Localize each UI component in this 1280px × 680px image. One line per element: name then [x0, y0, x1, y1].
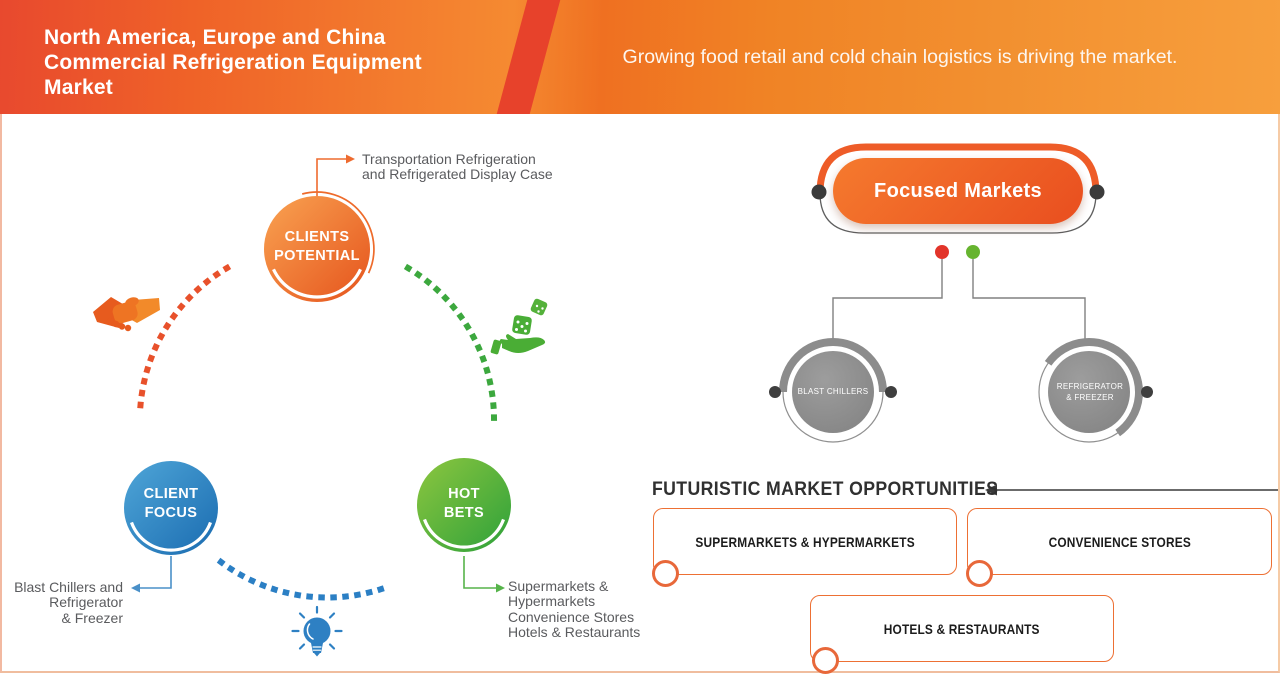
page-title: North America, Europe and China Commerci…	[44, 25, 524, 100]
red-bullet-dot	[935, 245, 949, 259]
callout-line: Convenience Stores	[508, 608, 635, 625]
capsule-right-dot	[1089, 184, 1105, 200]
arrow-left-icon	[131, 583, 140, 593]
label-line: CLIENT	[143, 486, 199, 502]
label-line: CLIENTS	[284, 229, 350, 245]
callout-line: Supermarkets &	[508, 578, 609, 594]
clients-potential-callout-line	[316, 154, 355, 196]
callout-line: Refrigerator	[49, 594, 123, 611]
green-bullet-dot	[966, 245, 980, 259]
arrow-left-icon	[985, 484, 997, 496]
callout-line: Transportation Refrigeration	[362, 151, 536, 167]
dotted-arc-orange	[136, 263, 232, 417]
opportunity-box-hotels: HOTELS & RESTAURANTS	[810, 595, 1114, 662]
focused-markets-connectors	[832, 259, 1086, 341]
clients-potential-callout: Transportation Refrigeration and Refrige…	[362, 151, 582, 183]
focused-markets-capsule	[811, 143, 1105, 234]
client-focus-callout: Blast Chillers and Refrigerator & Freeze…	[0, 579, 123, 626]
callout-line: Blast Chillers and	[14, 579, 123, 595]
client-focus-circle	[124, 461, 218, 555]
header-band: North America, Europe and China Commerci…	[0, 0, 1280, 114]
label-line: & FREEZER	[1066, 393, 1114, 402]
hot-bets-callout-line	[463, 556, 505, 593]
dotted-arc-blue	[216, 557, 394, 601]
dotted-arc-green	[403, 263, 498, 422]
opportunities-arrow	[985, 484, 1278, 496]
label-line: REFRIGERATOR	[1056, 382, 1124, 391]
refrigerator-freezer-label: REFRIGERATOR & FREEZER	[1040, 381, 1140, 403]
callout-line: Hotels & Restaurants	[508, 623, 641, 640]
arrow-right-icon	[496, 583, 505, 593]
opportunity-box-convenience: CONVENIENCE STORES	[967, 508, 1272, 575]
label-line: BLAST CHILLERS	[797, 387, 869, 396]
dice-in-hand-icon	[490, 298, 548, 355]
blast-chillers-label: BLAST CHILLERS	[783, 387, 883, 397]
callout-line: & Freezer	[61, 609, 123, 626]
label-line: BETS	[443, 505, 485, 521]
label-line: FOCUS	[144, 505, 198, 521]
client-focus-label: CLIENT FOCUS	[111, 485, 231, 523]
capsule-left-dot	[811, 184, 827, 200]
focused-markets-pill: Focused Markets	[833, 158, 1083, 224]
blast-chillers-node	[769, 338, 897, 443]
callout-line: Hypermarkets	[508, 593, 596, 610]
refrigerator-freezer-node	[1038, 338, 1153, 443]
box-corner-ring-icon	[812, 647, 839, 674]
page-title-line: Commercial Refrigeration Equipment	[44, 51, 422, 74]
client-focus-callout-line	[131, 556, 172, 593]
label-line: POTENTIAL	[274, 248, 360, 264]
box-corner-ring-icon	[966, 560, 993, 587]
opportunities-heading: FUTURISTIC MARKET OPPORTUNITIES	[652, 479, 999, 500]
clients-potential-circle	[264, 191, 375, 302]
hot-bets-callout: Supermarkets & Hypermarkets Convenience …	[508, 578, 698, 640]
opportunity-box-supermarkets: SUPERMARKETS & HYPERMARKETS	[653, 508, 957, 575]
page-title-line: North America, Europe and China	[44, 26, 386, 49]
opportunity-box-label: HOTELS & RESTAURANTS	[884, 620, 1040, 637]
box-corner-ring-icon	[652, 560, 679, 587]
label-line: HOT	[448, 486, 480, 502]
arrow-right-icon	[346, 154, 355, 164]
opportunity-box-label: CONVENIENCE STORES	[1048, 533, 1191, 550]
hot-bets-circle	[417, 458, 511, 552]
opportunity-box-label: SUPERMARKETS & HYPERMARKETS	[695, 533, 915, 550]
hot-bets-label: HOT BETS	[404, 485, 524, 523]
callout-line: and Refrigerated Display Case	[362, 166, 553, 183]
clients-potential-label: CLIENTS POTENTIAL	[257, 228, 377, 266]
page-title-line: Market	[44, 76, 113, 99]
lightbulb-icon	[291, 605, 343, 657]
handshake-icon	[93, 297, 160, 332]
header-subtitle: Growing food retail and cold chain logis…	[622, 45, 1178, 68]
